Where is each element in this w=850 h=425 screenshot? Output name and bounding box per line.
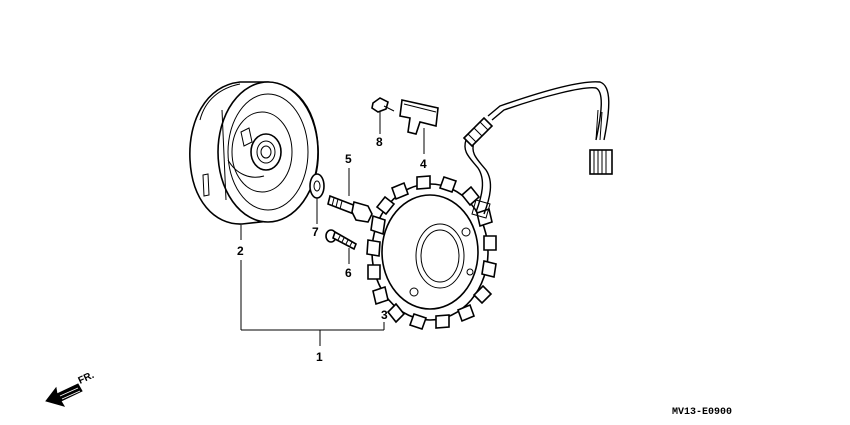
part-number-6: 6 xyxy=(345,266,352,280)
bolt-5 xyxy=(327,194,373,223)
front-direction-arrow: FR. xyxy=(45,370,96,407)
flywheel-rotor xyxy=(189,81,319,225)
wire-harness xyxy=(462,81,613,219)
part-number-4: 4 xyxy=(420,157,427,171)
bolt-8 xyxy=(371,97,395,113)
stator xyxy=(366,175,497,331)
wire-clamp xyxy=(399,99,439,135)
direction-label: FR. xyxy=(77,370,96,387)
part-labels: 1 2 3 4 5 6 7 8 xyxy=(237,135,427,364)
part-number-8: 8 xyxy=(376,135,383,149)
part-number-3: 3 xyxy=(381,308,388,322)
part-number-1: 1 xyxy=(316,350,323,364)
leader-lines xyxy=(240,112,425,346)
figure-code: MV13-E0900 xyxy=(672,407,732,418)
part-number-2: 2 xyxy=(237,244,244,258)
arrow-icon xyxy=(45,383,83,407)
washer-7 xyxy=(309,173,325,199)
part-number-7: 7 xyxy=(312,225,319,239)
part-number-5: 5 xyxy=(345,152,352,166)
screw-6 xyxy=(325,229,358,251)
